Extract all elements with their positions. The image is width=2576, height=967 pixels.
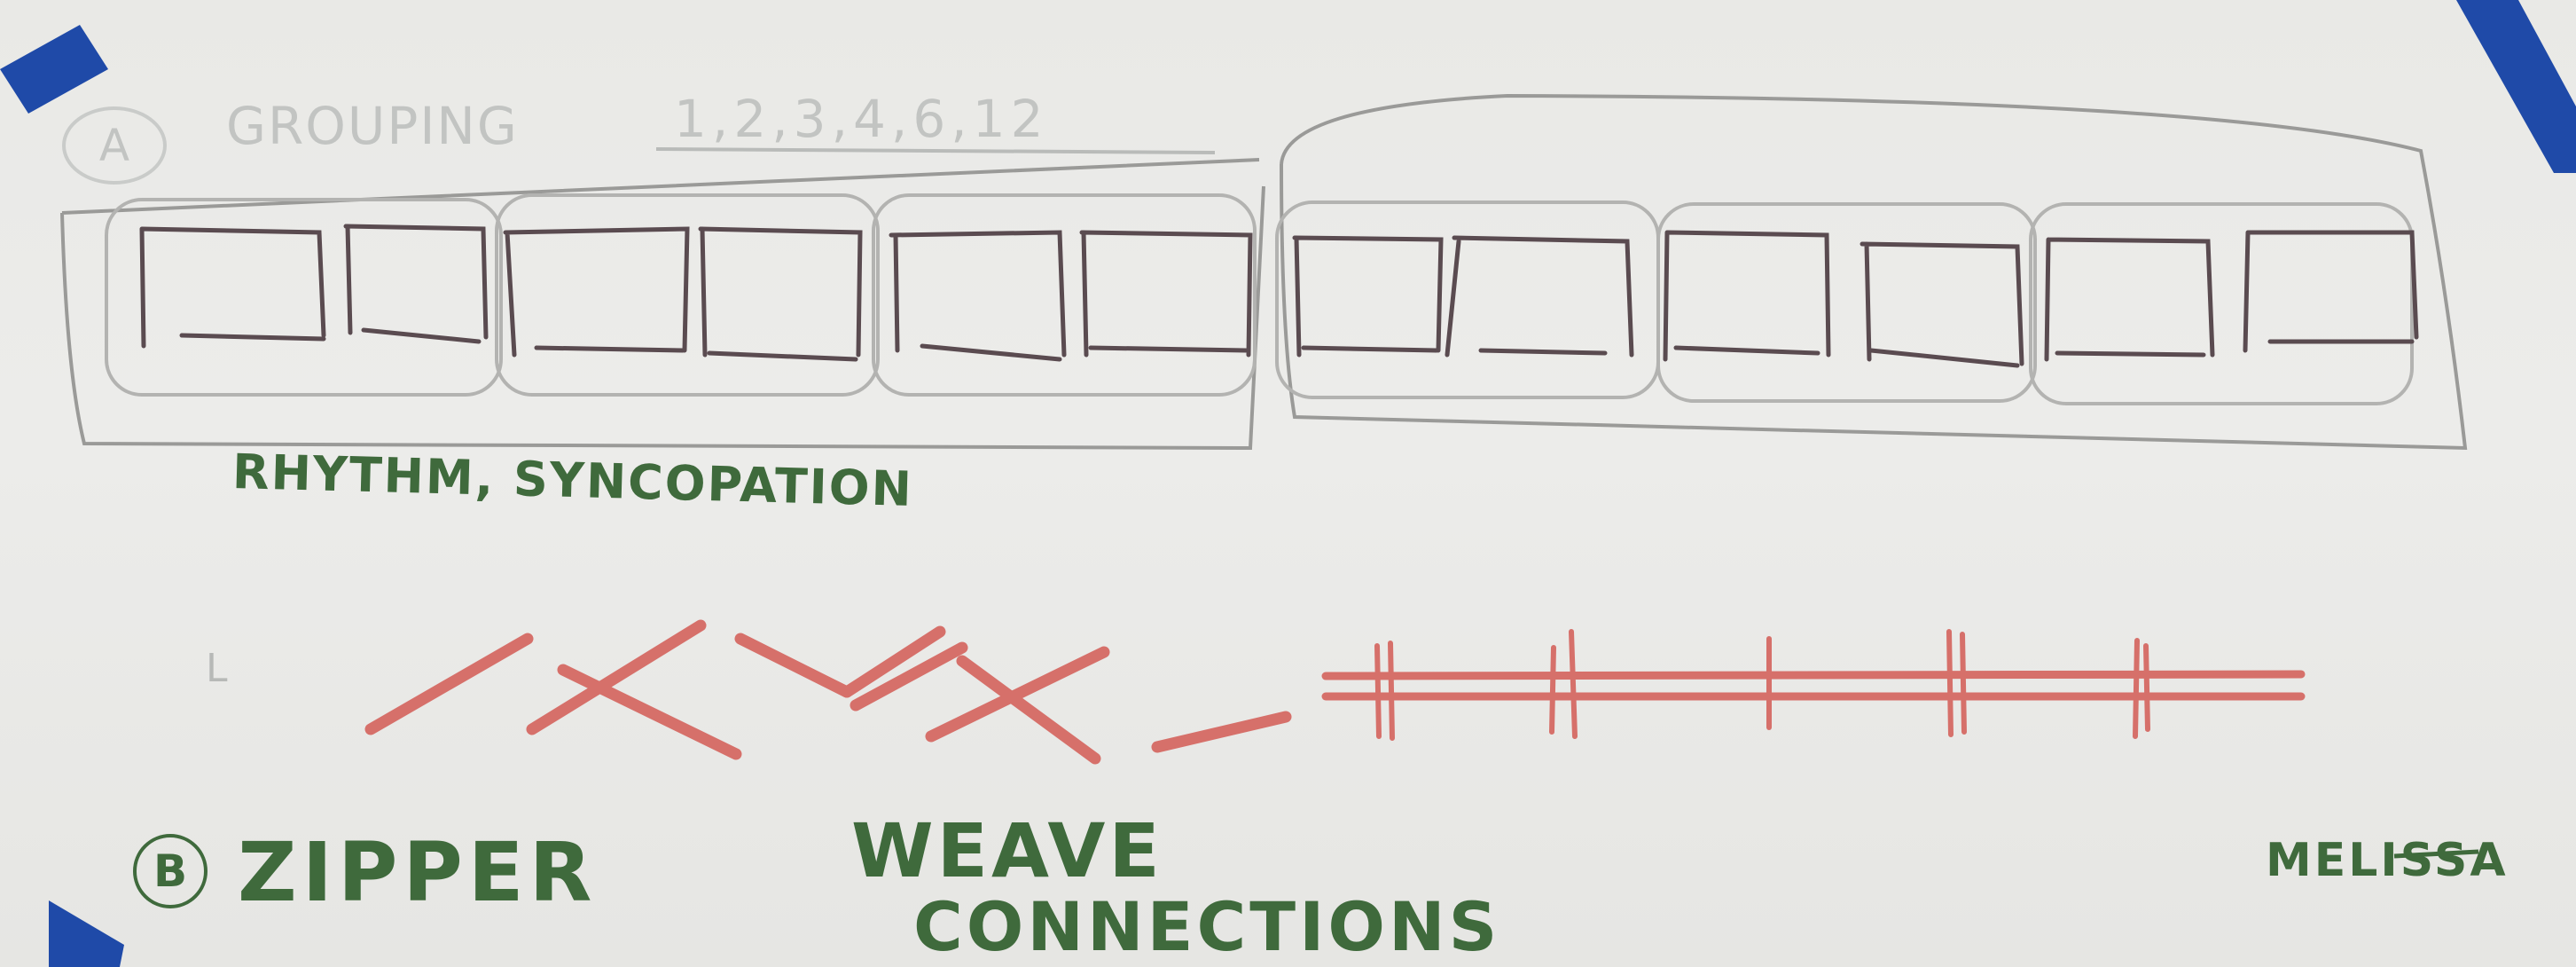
beat-rect-12: [2245, 232, 2416, 350]
connections-label: CONNECTIONS: [913, 887, 1500, 966]
zipper-stroke-7: [931, 652, 1104, 736]
zipper-stroke-2: [532, 625, 701, 729]
section-b-faint-mark: L: [206, 646, 230, 691]
beat-rect-9: [1665, 232, 1828, 359]
beat-rect-10: [1862, 244, 2022, 366]
beat-rect-2: [346, 226, 486, 342]
weave-rail-top: [1326, 674, 2301, 676]
tape-top-left: [0, 25, 108, 114]
weave-rails: [1326, 674, 2301, 696]
zipper-stroke-1: [371, 639, 528, 729]
beat-rect-4: [701, 229, 860, 359]
beat-rect-11: [2047, 240, 2212, 359]
beat-rect-3: [505, 229, 687, 355]
section-b-marker: B: [133, 834, 207, 908]
beat-rect-8: [1447, 238, 1632, 355]
section-a-faint-title: GROUPING: [226, 96, 519, 156]
tape-bottom-left: [49, 900, 124, 967]
beat-rect-1: [142, 229, 324, 346]
section-a-marker: A: [62, 106, 167, 185]
header-underline: [656, 149, 1215, 153]
zipper-stroke-3: [563, 670, 736, 754]
zipper-label: ZIPPER: [238, 825, 597, 920]
bracket-right-group: [1281, 96, 2465, 448]
beat-rect-6: [1082, 232, 1250, 355]
zipper-stroke-9: [1157, 717, 1286, 747]
beat-rect-5: [891, 232, 1064, 359]
beat-rect-7: [1295, 238, 1441, 355]
signature-label: MELISSA: [2266, 834, 2509, 887]
beat-rectangles: [142, 226, 2416, 366]
tape-top-right: [2456, 0, 2576, 173]
weave-ticks: [1377, 632, 2148, 738]
zipper-stroke-4: [740, 639, 847, 692]
zipper-strokes: [371, 625, 1286, 759]
weave-label: WEAVE: [851, 807, 1163, 894]
section-a-faint-numbers: 1,2,3,4,6,12: [674, 89, 1049, 149]
